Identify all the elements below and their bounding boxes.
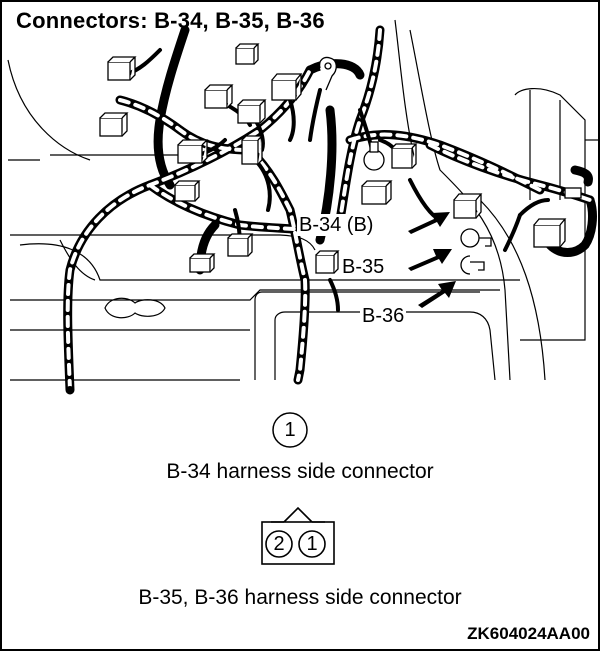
- connector-b36-shape: [460, 255, 485, 275]
- two-pin-connector-symbol: [261, 506, 335, 565]
- connector-1-caption: B-34 harness side connector: [166, 460, 434, 483]
- connector-block: [271, 73, 303, 101]
- callout-b36: B-36: [360, 305, 407, 327]
- connector-b34-shape: [453, 193, 483, 219]
- pin-2-label: 2: [273, 533, 285, 555]
- connector-block: [177, 139, 209, 164]
- connector-block: [391, 143, 418, 169]
- connector-block: [107, 56, 137, 81]
- connector-2-caption: B-35, B-36 harness side connector: [138, 586, 462, 609]
- connector-block: [99, 112, 129, 137]
- round-grommet: [363, 141, 385, 171]
- body-panel-outlines: [7, 19, 598, 381]
- arrow-b34: [408, 212, 450, 234]
- pin-1-label: 1: [306, 533, 318, 555]
- connector-block: [564, 187, 582, 199]
- diagram-title: Connectors: B-34, B-35, B-36: [16, 8, 325, 33]
- connector-block: [361, 180, 393, 205]
- harness-end-cap: [66, 386, 74, 394]
- callout-b35: B-35: [340, 256, 387, 278]
- connector-block: [315, 250, 340, 274]
- connector-block: [533, 218, 567, 248]
- connector-block: [241, 135, 264, 165]
- connector-b35-shape: [460, 228, 492, 248]
- connector-block: [237, 99, 267, 124]
- connector-block: [174, 180, 201, 202]
- arrow-b36: [418, 281, 456, 308]
- connector-1-number-circle: [272, 412, 308, 448]
- connector-1-number: 1: [284, 419, 296, 441]
- figure-code: ZK604024AA00: [467, 624, 590, 643]
- connector-blocks: [99, 43, 582, 275]
- ring-terminal: [318, 56, 337, 91]
- connector-block: [235, 43, 260, 65]
- connector-block: [204, 84, 234, 109]
- connector-block: [227, 233, 254, 257]
- callout-arrows: [408, 212, 456, 308]
- connector-block: [189, 253, 216, 273]
- wiring-harness: [63, 25, 597, 395]
- callout-b34: B-34 (B): [297, 214, 376, 236]
- arrow-b35: [408, 249, 452, 271]
